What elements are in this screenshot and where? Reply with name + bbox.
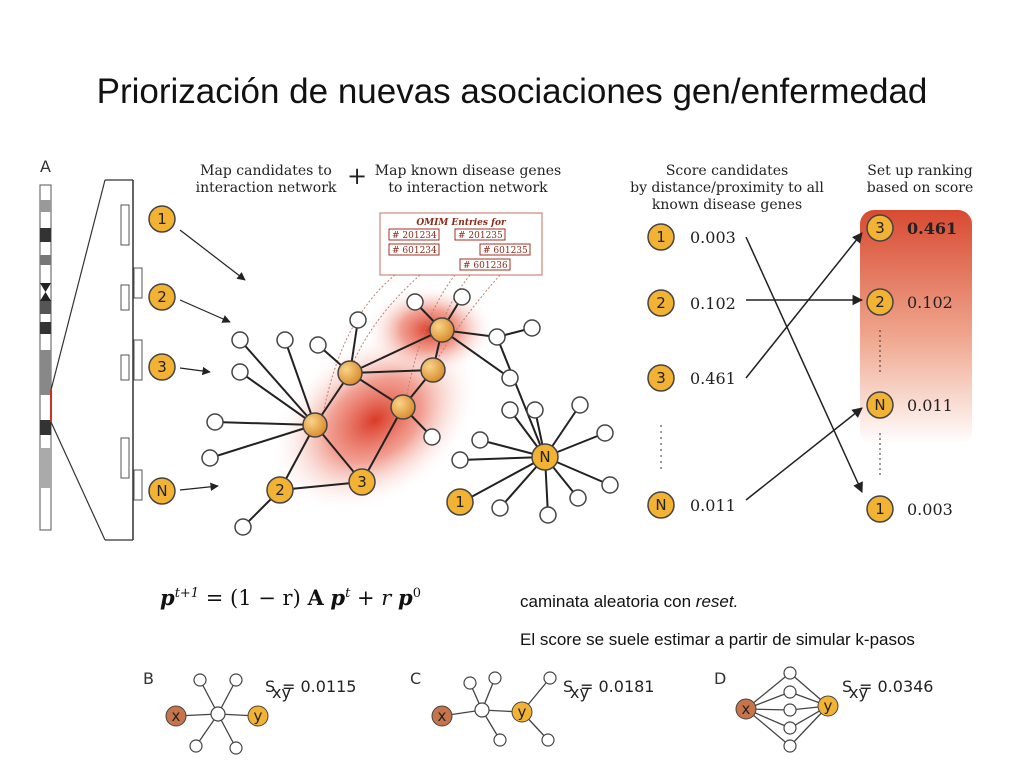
formula-p: p: [160, 585, 175, 610]
candidate-list: 1 2 3 N: [148, 205, 246, 505]
caption-random-walk: caminata aleatoria con reset.: [520, 592, 738, 612]
formula-middle: = (1 − r): [199, 586, 308, 610]
panel-letter-a: A: [40, 157, 51, 176]
known-disease-genes: [302, 317, 455, 438]
x-node-label: x: [172, 707, 181, 725]
network-candidate-label: 1: [455, 493, 465, 511]
svg-text:S: S: [563, 677, 573, 696]
rank-value: 0.461: [907, 219, 957, 238]
x-node-label: x: [742, 700, 751, 718]
example-letter: D: [714, 669, 726, 688]
candidate-label: 3: [157, 358, 167, 376]
candidate-node: 3: [148, 353, 176, 381]
header-line: Score candidates: [665, 163, 789, 179]
header-line: Map known disease genes: [374, 163, 562, 179]
score-value: 0.461: [690, 369, 736, 388]
random-walk-formula: pt+1 = (1 − r) A pt + r p0: [160, 585, 421, 610]
y-node-label: y: [254, 707, 263, 725]
caption-italic: reset.: [695, 592, 739, 611]
svg-text:xy: xy: [570, 683, 589, 702]
omim-title: OMIM Entries for: [416, 218, 507, 228]
formula-matrix: A: [307, 585, 324, 610]
rank-node-label: N: [874, 396, 885, 414]
caption-text: caminata aleatoria con: [520, 592, 696, 611]
omim-entry: # 201234: [392, 231, 437, 241]
rank-node-label: 2: [875, 293, 885, 311]
score-node-label: 2: [656, 294, 666, 312]
sxy-value: = 0.0181: [580, 677, 654, 696]
score-value: 0.011: [690, 496, 736, 515]
rank-node-label: 1: [875, 500, 885, 518]
x-node-label: x: [438, 707, 447, 725]
network-candidate-nodes: 2 3 N 1: [266, 443, 559, 516]
header-line: known disease genes: [651, 197, 803, 213]
header-line: Map candidates to: [200, 163, 332, 179]
candidate-label: 2: [157, 288, 167, 306]
header-map-candidates: Map candidates to interaction network: [186, 163, 346, 197]
header-line: by distance/proximity to all: [630, 180, 824, 196]
formula-sup: 0: [412, 586, 421, 601]
slide-title: Priorización de nuevas asociaciones gen/…: [96, 72, 928, 111]
formula-sup: t: [345, 586, 351, 601]
score-value: 0.003: [690, 228, 736, 247]
header-line: to interaction network: [388, 180, 548, 196]
example-letter: B: [143, 669, 154, 688]
candidate-label: N: [156, 482, 167, 500]
sxy-value: = 0.0115: [282, 677, 356, 696]
network-candidate-label: N: [539, 448, 550, 466]
rank-value: 0.003: [907, 500, 953, 519]
formula-p: p: [330, 585, 346, 610]
svg-text:S: S: [265, 677, 275, 696]
svg-text:xy: xy: [272, 683, 291, 702]
score-value: 0.102: [690, 294, 736, 313]
example-c: C x y S xy = 0.0181: [410, 669, 654, 747]
y-node-label: y: [824, 697, 833, 715]
formula-p: p: [398, 585, 413, 610]
ranking-column: 3 0.461 2 0.102 N 0.011 1 0.003: [866, 214, 957, 523]
header-line: based on score: [866, 180, 974, 196]
network-candidate-label: 2: [275, 481, 285, 499]
plus-sign: +: [346, 162, 368, 190]
candidate-node: N: [148, 477, 176, 505]
network-white-nodes: [201, 288, 619, 536]
ranking-arrows: [745, 232, 864, 501]
formula-plus-r: + r: [350, 586, 399, 610]
header-score: Score candidates by distance/proximity t…: [612, 163, 842, 214]
score-column: 1 0.003 2 0.102 3 0.461 N 0.011: [647, 223, 736, 519]
network-candidate-label: 3: [357, 473, 367, 491]
rank-value: 0.102: [907, 293, 953, 312]
ranking-highlight: [860, 210, 972, 445]
header-map-known: Map known disease genes to interaction n…: [368, 163, 568, 197]
header-rank: Set up ranking based on score: [850, 163, 990, 197]
example-d: D x y S xy = 0.0346: [714, 666, 933, 753]
example-letter: C: [410, 669, 421, 688]
score-node-label: 1: [656, 228, 666, 246]
svg-text:xy: xy: [849, 683, 868, 702]
omim-entry: # 601234: [392, 246, 437, 256]
example-b: B x y S xy = 0.0115: [143, 669, 356, 755]
omim-entry: # 601236: [463, 261, 508, 271]
header-line: interaction network: [195, 180, 337, 196]
candidate-node: 2: [148, 283, 176, 311]
chromosome-ideogram: [39, 179, 143, 541]
score-node-label: 3: [656, 369, 666, 387]
caption-k-steps: El score se suele estimar a partir de si…: [520, 630, 915, 649]
score-node-label: N: [655, 496, 666, 514]
rank-value: 0.011: [907, 396, 953, 415]
y-node-label: y: [518, 703, 527, 721]
svg-text:S: S: [842, 677, 852, 696]
formula-sup: t+1: [174, 586, 200, 601]
sxy-value: = 0.0346: [859, 677, 933, 696]
candidate-label: 1: [157, 210, 167, 228]
header-line: Set up ranking: [867, 163, 973, 179]
omim-box: OMIM Entries for # 201234 # 201235 # 601…: [321, 212, 543, 421]
candidate-node: 1: [148, 205, 176, 233]
rank-node-label: 3: [875, 219, 885, 237]
omim-entry: # 601235: [483, 246, 528, 256]
omim-entry: # 201235: [458, 231, 503, 241]
